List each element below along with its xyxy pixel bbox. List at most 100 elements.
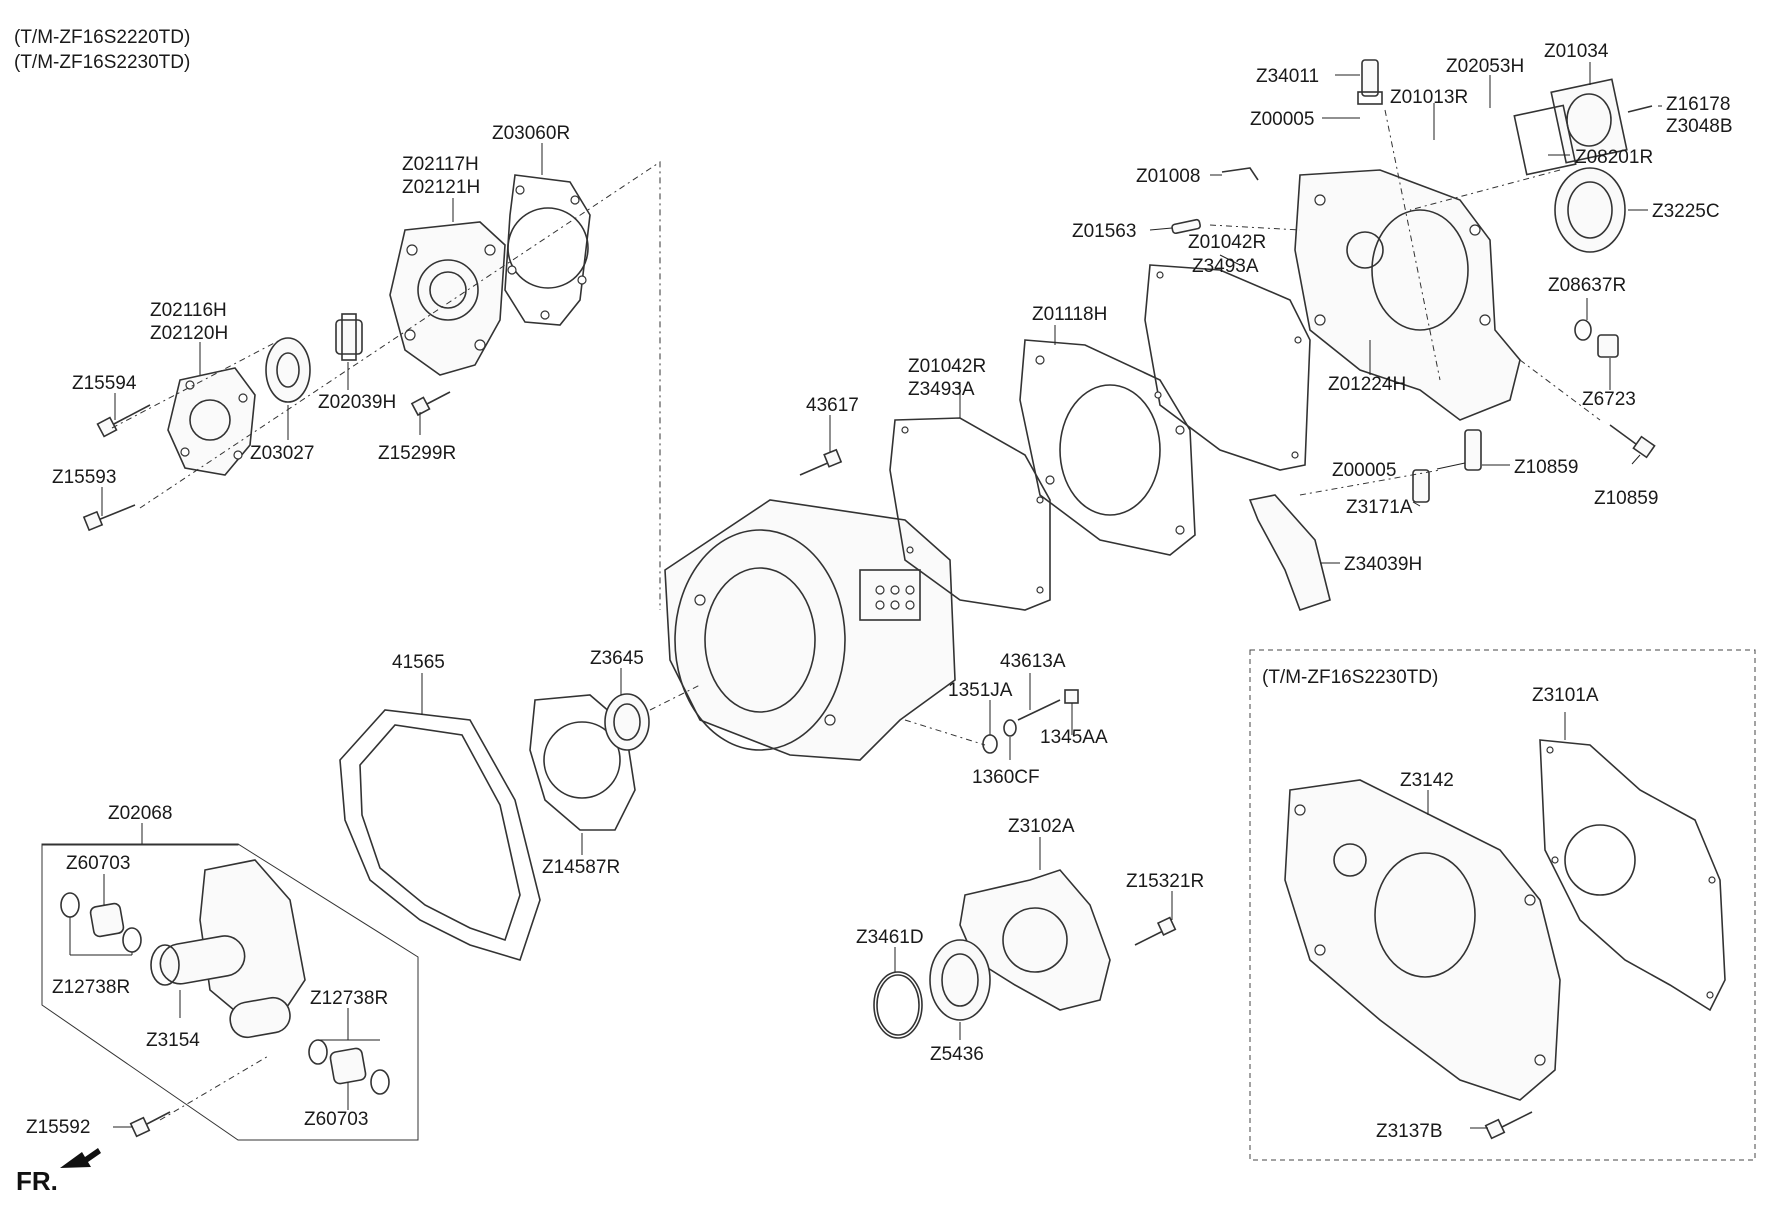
seal-z3645	[604, 693, 650, 751]
label-1360cf: 1360CF	[972, 767, 1040, 788]
label-z3048b: Z3048B	[1666, 116, 1733, 137]
seal-z12738r-right-a	[308, 1039, 328, 1065]
label-z01563: Z01563	[1072, 221, 1136, 242]
label-z03027: Z03027	[250, 443, 314, 464]
label-z15593: Z15593	[52, 467, 116, 488]
housing-z3142	[1284, 779, 1561, 1101]
label-z3493a-mid: Z3493A	[908, 379, 975, 400]
label-z60703-bottom: Z60703	[304, 1109, 368, 1130]
gasket-z3493a-top	[1144, 264, 1311, 471]
breather-z34011	[1357, 59, 1383, 105]
bushing-z60703-bottom	[329, 1047, 367, 1085]
housing-ring-41565	[339, 709, 541, 961]
label-1351ja: 1351JA	[948, 680, 1013, 701]
label-z12738r-left: Z12738R	[52, 977, 130, 998]
front-label: FR.	[16, 1166, 58, 1196]
o-ring-z3461d	[873, 971, 923, 1039]
label-z14587r: Z14587R	[542, 857, 620, 878]
gear-z02039h	[335, 313, 363, 361]
bolt-z15593	[82, 504, 136, 532]
cover-z02116h	[167, 367, 256, 476]
cover-z3154	[150, 859, 306, 1039]
label-z01118h: Z01118H	[1032, 304, 1107, 325]
seal-z12738r-left-a	[60, 892, 80, 918]
label-z02121h: Z02121H	[402, 177, 480, 198]
shift-fork-z34039h	[1248, 494, 1331, 612]
seal-plate-z01034	[1550, 78, 1628, 164]
plug-z6723	[1597, 334, 1619, 358]
sensor-z10859-left	[1464, 429, 1482, 471]
label-z03060r: Z03060R	[492, 123, 570, 144]
rotor-z03027	[265, 337, 311, 403]
bushing-z60703-top	[89, 902, 125, 938]
switch-z3171a	[1412, 469, 1430, 503]
label-z00005-mid: Z00005	[1332, 460, 1396, 481]
inset-box-zf16s2230td	[1249, 649, 1756, 1161]
label-z01042r-mid: Z01042R	[908, 356, 986, 377]
gasket-z14587r	[529, 694, 636, 831]
label-z6723: Z6723	[1582, 389, 1636, 410]
bolt-z15592	[129, 1111, 171, 1138]
label-z01008: Z01008	[1136, 166, 1200, 187]
label-z3137b: Z3137B	[1376, 1121, 1443, 1142]
label-z02053h: Z02053H	[1446, 56, 1524, 77]
label-z60703-top: Z60703	[66, 853, 130, 874]
label-z08201r: Z08201R	[1575, 147, 1653, 168]
label-z3225c: Z3225C	[1652, 201, 1720, 222]
label-z16178: Z16178	[1666, 94, 1730, 115]
label-z02120h: Z02120H	[150, 323, 228, 344]
label-z12738r-right: Z12738R	[310, 988, 388, 1009]
label-z01224h: Z01224H	[1328, 374, 1406, 395]
label-z3102a: Z3102A	[1008, 816, 1075, 837]
label-z15592: Z15592	[26, 1117, 90, 1138]
gasket-z03060r	[504, 174, 591, 326]
washer-1360cf	[1003, 719, 1017, 737]
label-43617: 43617	[806, 395, 859, 416]
leader-lines	[69, 62, 1662, 1129]
bolt-z15299r	[410, 391, 451, 417]
label-41565: 41565	[392, 652, 445, 673]
label-z3171a: Z3171A	[1346, 497, 1413, 518]
pipe-z01008	[1221, 167, 1259, 181]
label-z3154: Z3154	[146, 1030, 200, 1051]
label-z3493a-top: Z3493A	[1192, 256, 1259, 277]
label-z02068: Z02068	[108, 803, 172, 824]
label-z3461d: Z3461D	[856, 927, 924, 948]
label-z01042r-top: Z01042R	[1188, 232, 1266, 253]
bearing-z5436	[929, 939, 991, 1021]
model-line-1: (T/M-ZF16S2220TD)	[14, 27, 190, 48]
label-z02116h: Z02116H	[150, 300, 227, 321]
inset-title: (T/M-ZF16S2230TD)	[1262, 667, 1438, 688]
gasket-z08201r	[1513, 104, 1577, 176]
seal-z12738r-left-b	[122, 927, 142, 953]
label-z01013r: Z01013R	[1390, 87, 1468, 108]
bolt-z16178	[1627, 105, 1653, 113]
nut-1345aa	[1064, 689, 1079, 704]
label-1345aa: 1345AA	[1040, 727, 1108, 748]
bolt-z15321r	[1134, 916, 1177, 946]
washer-z08637r	[1574, 319, 1592, 341]
label-z34039h: Z34039H	[1344, 554, 1422, 575]
stud-43613a	[1017, 699, 1061, 721]
sensor-z10859-right	[1609, 424, 1656, 459]
washer-1351ja	[982, 734, 998, 754]
bolt-z15594	[96, 404, 151, 438]
model-line-2: (T/M-ZF16S2230TD)	[14, 52, 190, 73]
label-z10859-a: Z10859	[1514, 457, 1578, 478]
gasket-z3493a-mid	[889, 417, 1051, 611]
label-z15321r: Z15321R	[1126, 871, 1204, 892]
intermediate-housing-z01224h	[1294, 169, 1521, 421]
label-z3645: Z3645	[590, 648, 644, 669]
gasket-z3101a	[1539, 739, 1726, 1012]
bolt-43617	[799, 448, 843, 476]
bolt-z3137b	[1484, 1111, 1533, 1140]
label-z3101a: Z3101A	[1532, 685, 1599, 706]
label-z02117h: Z02117H	[402, 154, 479, 175]
label-z00005-top: Z00005	[1250, 109, 1314, 130]
label-43613a: 43613A	[1000, 651, 1066, 672]
clutch-housing	[664, 499, 956, 761]
seal-z12738r-right-b	[370, 1069, 390, 1095]
label-z01034: Z01034	[1544, 41, 1609, 62]
pin-z01563	[1171, 218, 1201, 235]
